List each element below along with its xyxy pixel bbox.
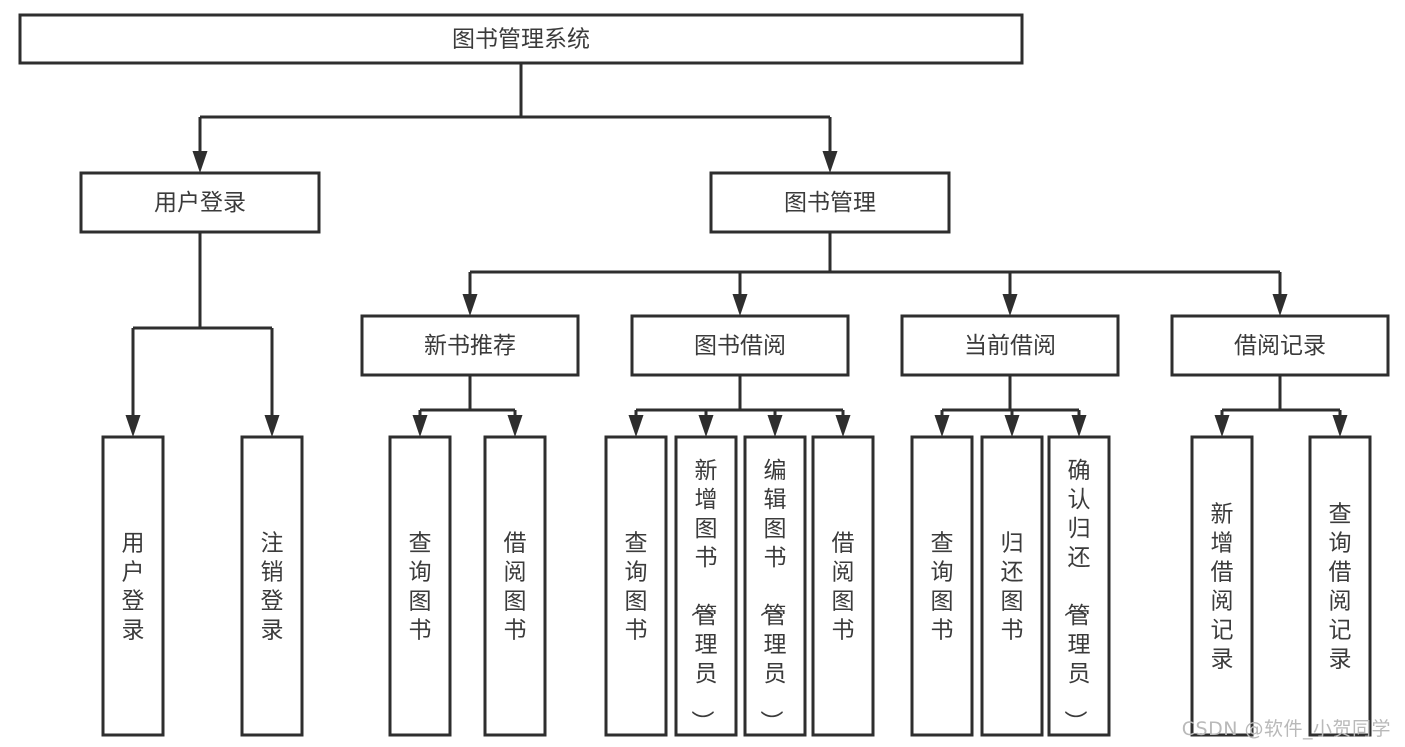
arrow-head-icon <box>1272 294 1288 316</box>
node-label: 用户登录 <box>154 190 246 216</box>
node-leaf-cur-3[interactable]: 确认归还（管理员） <box>1047 435 1111 737</box>
connector-group-bookmgmt <box>462 232 1288 316</box>
node-label: 注销登录 <box>261 531 284 644</box>
node-box[interactable] <box>910 435 974 737</box>
node-box[interactable] <box>743 435 807 737</box>
arrow-head-icon <box>934 415 950 437</box>
node-label: 图书借阅 <box>694 333 786 359</box>
node-box[interactable] <box>1047 435 1111 737</box>
node-label: 新书推荐 <box>424 333 516 359</box>
node-label: 用户登录 <box>122 531 145 644</box>
node-login[interactable]: 用户登录 <box>79 171 321 234</box>
node-leaf-bor-1[interactable]: 查询图书 <box>604 435 668 737</box>
node-leaf-rec-1[interactable]: 新增借阅记录 <box>1190 435 1254 737</box>
node-leaf-new-2[interactable]: 借阅图书 <box>483 435 547 737</box>
node-label: 当前借阅 <box>964 333 1056 359</box>
node-box[interactable] <box>1190 435 1254 737</box>
arrow-head-icon <box>125 415 141 437</box>
connector-group-newbook <box>412 375 523 437</box>
connector-group-root <box>192 63 838 173</box>
arrow-head-icon <box>462 294 478 316</box>
node-box[interactable] <box>101 435 165 737</box>
node-record[interactable]: 借阅记录 <box>1170 314 1390 377</box>
node-box[interactable] <box>709 171 951 234</box>
arrow-head-icon <box>835 415 851 437</box>
node-label: 借阅图书 <box>504 531 527 644</box>
arrow-head-icon <box>767 415 783 437</box>
node-layer: 图书管理系统用户登录图书管理新书推荐图书借阅当前借阅借阅记录用户登录注销登录查询… <box>18 13 1390 737</box>
node-bookmgmt[interactable]: 图书管理 <box>709 171 951 234</box>
connector-group-borrow <box>628 375 851 437</box>
node-label: 查询图书 <box>931 531 954 644</box>
node-box[interactable] <box>980 435 1044 737</box>
node-borrow[interactable]: 图书借阅 <box>630 314 850 377</box>
node-leaf-bor-4[interactable]: 借阅图书 <box>811 435 875 737</box>
arrow-head-icon <box>1004 415 1020 437</box>
connector-group-login <box>125 232 280 437</box>
arrow-head-icon <box>698 415 714 437</box>
node-box[interactable] <box>79 171 321 234</box>
node-leaf-rec-2[interactable]: 查询借阅记录 <box>1308 435 1372 737</box>
node-box[interactable] <box>674 435 738 737</box>
connector-group-current <box>934 375 1087 437</box>
arrow-head-icon <box>264 415 280 437</box>
arrow-head-icon <box>822 151 838 173</box>
connector-group-record <box>1214 375 1348 437</box>
node-label: 查询图书 <box>409 531 432 644</box>
node-box[interactable] <box>18 13 1024 65</box>
node-label: 归还图书 <box>1001 531 1024 644</box>
node-box[interactable] <box>1170 314 1390 377</box>
arrow-head-icon <box>1002 294 1018 316</box>
node-label: 新增借阅记录 <box>1211 502 1234 673</box>
arrow-head-icon <box>192 151 208 173</box>
node-label: 确认归还（管理员） <box>1062 458 1091 733</box>
node-leaf-bor-3[interactable]: 编辑图书（管理员） <box>743 435 807 737</box>
arrow-head-icon <box>1071 415 1087 437</box>
node-box[interactable] <box>240 435 304 737</box>
arrow-head-icon <box>628 415 644 437</box>
node-label: 查询图书 <box>625 531 648 644</box>
node-box[interactable] <box>360 314 580 377</box>
arrow-head-icon <box>1332 415 1348 437</box>
node-box[interactable] <box>388 435 452 737</box>
arrow-head-icon <box>507 415 523 437</box>
node-root[interactable]: 图书管理系统 <box>18 13 1024 65</box>
node-leaf-login-1[interactable]: 用户登录 <box>101 435 165 737</box>
node-leaf-new-1[interactable]: 查询图书 <box>388 435 452 737</box>
node-box[interactable] <box>1308 435 1372 737</box>
node-label: 编辑图书（管理员） <box>758 458 787 733</box>
node-label: 查询借阅记录 <box>1329 502 1352 673</box>
node-leaf-bor-2[interactable]: 新增图书（管理员） <box>674 435 738 737</box>
arrow-head-icon <box>732 294 748 316</box>
node-box[interactable] <box>604 435 668 737</box>
node-current[interactable]: 当前借阅 <box>900 314 1120 377</box>
node-leaf-login-2[interactable]: 注销登录 <box>240 435 304 737</box>
node-leaf-cur-2[interactable]: 归还图书 <box>980 435 1044 737</box>
node-label: 新增图书（管理员） <box>689 458 718 733</box>
node-box[interactable] <box>811 435 875 737</box>
connector-layer <box>125 63 1348 437</box>
node-box[interactable] <box>483 435 547 737</box>
node-box[interactable] <box>900 314 1120 377</box>
arrow-head-icon <box>1214 415 1230 437</box>
node-label: 借阅图书 <box>832 531 855 644</box>
node-label: 借阅记录 <box>1234 333 1326 359</box>
node-leaf-cur-1[interactable]: 查询图书 <box>910 435 974 737</box>
node-label: 图书管理 <box>784 190 876 216</box>
node-box[interactable] <box>630 314 850 377</box>
arrow-head-icon <box>412 415 428 437</box>
node-label: 图书管理系统 <box>452 27 590 53</box>
node-newbook[interactable]: 新书推荐 <box>360 314 580 377</box>
